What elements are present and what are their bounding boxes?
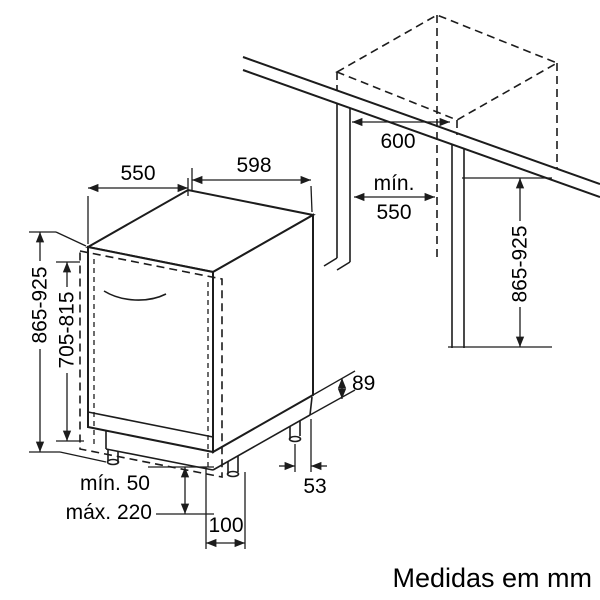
rear-right-foot	[288, 421, 302, 443]
front-left-foot	[106, 449, 120, 466]
dimension-appliance-height: 865-925	[29, 231, 107, 463]
dim-label-550-niche: 550	[376, 201, 411, 224]
extension-line-diagonal	[309, 389, 356, 416]
dimension-niche-depth: mín. 550	[354, 172, 435, 224]
extension-line-diagonal	[55, 231, 87, 247]
dim-label-max-220: máx. 220	[66, 501, 152, 524]
dimension-base-height: 89	[309, 370, 375, 416]
dim-label-min-50: mín. 50	[80, 472, 150, 495]
foot-base	[288, 435, 302, 443]
foot-base	[106, 458, 120, 466]
dim-label-min: mín.	[374, 172, 415, 195]
dimension-niche-height: 865-925	[448, 177, 552, 348]
extension-line-diagonal	[59, 451, 107, 463]
niche-top-face	[335, 14, 559, 121]
dim-label-100: 100	[208, 514, 243, 537]
dimension-top-width: 598	[191, 154, 313, 213]
dim-label-height-left: 865-925	[29, 266, 52, 343]
niche-side-walls	[323, 103, 465, 348]
dim-label-53: 53	[303, 475, 326, 498]
plinth-back-vertical	[309, 396, 313, 416]
door-bottom-edge	[87, 411, 214, 438]
extension-line	[310, 185, 313, 213]
units-caption: Medidas em mm	[392, 563, 592, 593]
extension-line-diagonal	[312, 370, 356, 396]
foot-base	[226, 470, 240, 478]
left-wall-cut-mark	[323, 257, 338, 267]
worktop-front-edge	[242, 56, 600, 185]
dim-label-600: 600	[380, 130, 415, 153]
front-right-foot	[226, 456, 240, 478]
dimension-door-panel-height: 705-815	[56, 261, 84, 442]
dimension-rear-foot-offset: 53	[279, 419, 327, 498]
dishwasher	[79, 188, 316, 478]
door-handle	[103, 290, 167, 301]
dim-label-598: 598	[236, 154, 271, 177]
front-face	[87, 245, 214, 454]
furniture-door-panel-outline	[79, 250, 223, 478]
dim-label-door-height: 705-815	[56, 291, 79, 368]
dim-label-89: 89	[352, 372, 375, 395]
dim-label-height-right: 865-925	[509, 225, 532, 302]
left-wall-cut-mark-2	[336, 261, 351, 271]
worktop	[242, 56, 600, 198]
dim-label-550: 550	[120, 162, 155, 185]
plinth-side-bottom	[212, 414, 311, 471]
dimension-top-depth: 550	[87, 162, 189, 244]
worktop-bottom-edge	[242, 69, 600, 198]
dimension-plinth-clearance: mín. 50 máx. 220	[66, 466, 214, 524]
niche-outline	[335, 14, 559, 260]
dimension-niche-width: 600	[352, 117, 450, 153]
dimension-front-foot-offset: 100	[205, 467, 246, 549]
